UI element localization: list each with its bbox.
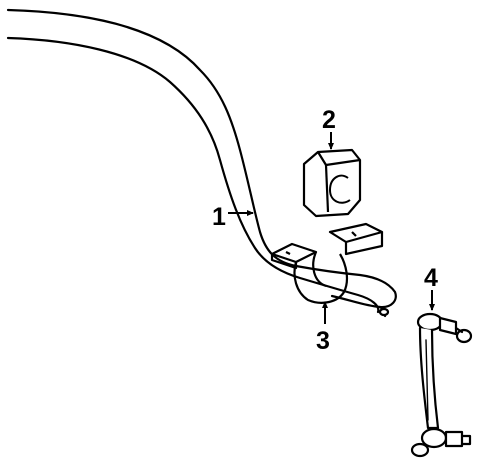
callout-4-number: 4 [424,264,438,292]
callout-3-number: 3 [316,327,330,355]
bushing [302,148,362,218]
bushing-bracket [270,222,384,304]
callout-4: 4 [424,264,438,311]
callout-1: 1 [212,203,254,231]
callout-2: 2 [322,106,336,150]
callout-1-number: 1 [212,203,226,231]
callout-3: 3 [316,301,330,355]
stabilizer-link [410,312,473,458]
callout-2-number: 2 [322,106,336,134]
